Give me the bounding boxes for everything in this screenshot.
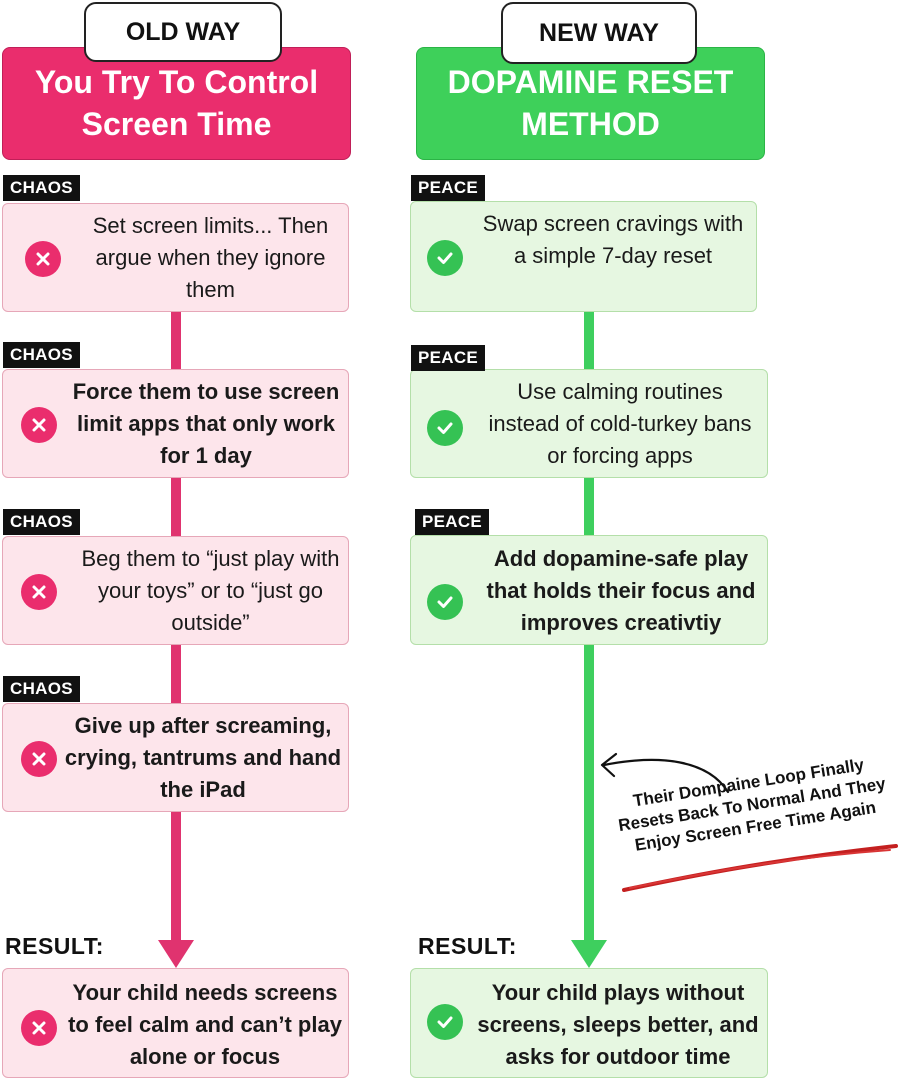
new-step-text: Swap screen cravings with a simple 7-day… [482, 211, 744, 268]
new-result-text: Your child plays without screens, sleeps… [477, 980, 759, 1069]
chaos-badge: CHAOS [3, 676, 80, 702]
old-result-card: Your child needs screens to feel calm an… [2, 968, 349, 1078]
chaos-badge: CHAOS [3, 342, 80, 368]
peace-badge: PEACE [415, 509, 490, 535]
old-flow-arrowhead [158, 940, 194, 968]
old-step-card: Beg them to “just play with your toys” o… [2, 536, 349, 645]
old-step-text: Force them to use screen limit apps that… [72, 379, 340, 468]
old-result-text: Your child needs screens to feel calm an… [68, 980, 342, 1069]
new-step-text: Use calming routines instead of cold-tur… [488, 379, 752, 468]
new-step-card: Use calming routines instead of cold-tur… [410, 369, 768, 478]
old-way-header: You Try To Control Screen Time [2, 47, 351, 160]
x-icon [21, 1010, 57, 1046]
check-icon [427, 240, 463, 276]
old-step-text: Give up after screaming, crying, tantrum… [64, 713, 342, 802]
new-result-card: Your child plays without screens, sleeps… [410, 968, 768, 1078]
check-icon [427, 1004, 463, 1040]
curved-arrow-icon [600, 752, 730, 794]
old-step-card: Force them to use screen limit apps that… [2, 369, 349, 478]
old-step-card: Give up after screaming, crying, tantrum… [2, 703, 349, 812]
red-underline-mark [622, 844, 898, 892]
x-icon [21, 407, 57, 443]
new-step-text: Add dopamine-safe play that holds their … [486, 546, 756, 635]
new-way-header: DOPAMINE RESET METHOD [416, 47, 765, 160]
old-step-text: Set screen limits... Then argue when the… [92, 213, 329, 302]
x-icon [21, 574, 57, 610]
x-icon [25, 241, 61, 277]
old-step-text: Beg them to “just play with your toys” o… [81, 546, 340, 635]
new-result-label: RESULT: [418, 933, 517, 959]
new-step-card: Add dopamine-safe play that holds their … [410, 535, 768, 645]
peace-badge: PEACE [411, 175, 486, 201]
old-way-tag: OLD WAY [84, 2, 282, 62]
x-icon [21, 741, 57, 777]
new-flow-arrowhead [571, 940, 607, 968]
new-step-card: Swap screen cravings with a simple 7-day… [410, 201, 757, 312]
old-way-header-text: You Try To Control Screen Time [34, 63, 319, 142]
chaos-badge: CHAOS [3, 175, 80, 201]
check-icon [427, 410, 463, 446]
old-step-card: Set screen limits... Then argue when the… [2, 203, 349, 312]
chaos-badge: CHAOS [3, 509, 80, 535]
old-result-label: RESULT: [5, 933, 104, 959]
peace-badge: PEACE [411, 345, 486, 371]
new-way-header-text: DOPAMINE RESET METHOD [447, 63, 734, 142]
new-way-tag: NEW WAY [501, 2, 697, 64]
check-icon [427, 584, 463, 620]
